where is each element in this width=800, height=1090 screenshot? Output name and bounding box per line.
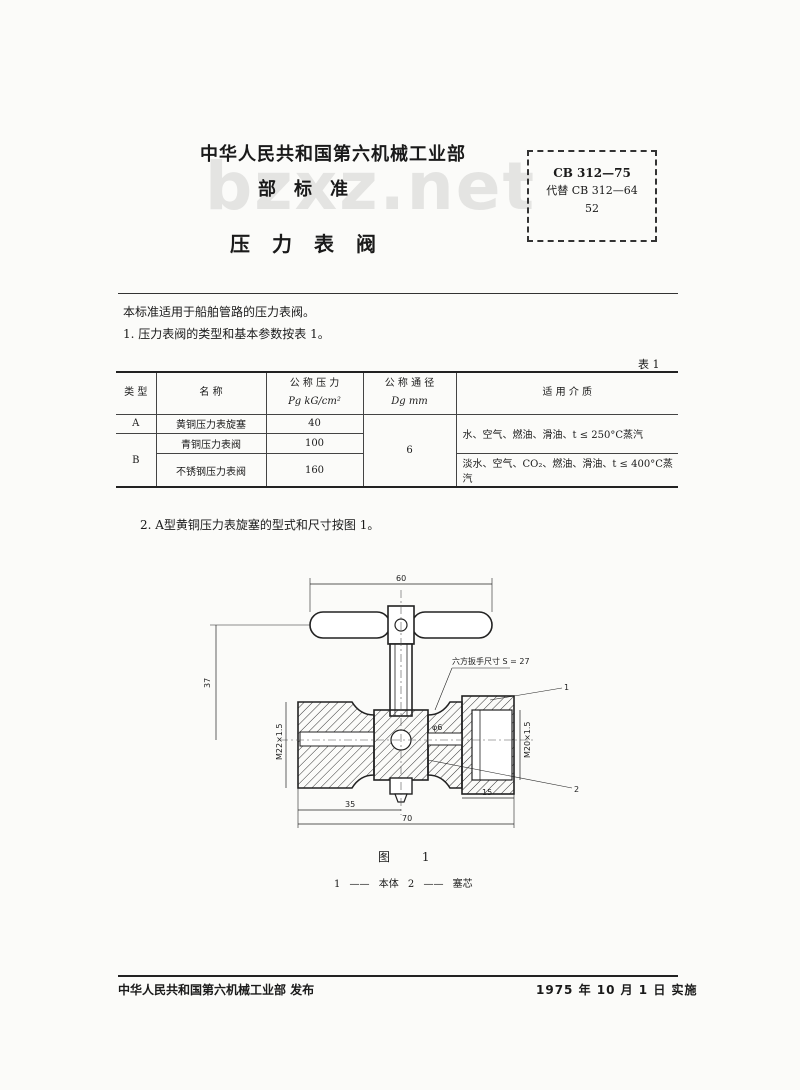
header-diameter-unit: Dg mm: [391, 396, 428, 408]
svg-text:70: 70: [402, 814, 412, 823]
header-diameter-label: 公 称 通 径: [384, 378, 435, 390]
svg-text:M20×1.5: M20×1.5: [523, 721, 532, 758]
callout-1: 1: [489, 683, 569, 701]
header-pressure-label: 公 称 压 力: [289, 378, 340, 390]
diameter-cell: 6: [362, 413, 457, 488]
svg-text:M22×1.5: M22×1.5: [275, 723, 284, 760]
table-row: A 黄铜压力表旋塞 40 6 水、空气、燃油、滑油、t ≤ 250°C蒸汽: [116, 413, 678, 488]
standard-type: 部标准: [258, 179, 366, 200]
svg-text:六方扳手尺寸 S = 27: 六方扳手尺寸 S = 27: [452, 656, 530, 666]
dimension-35: 35: [297, 788, 401, 828]
bottom-divider: [118, 975, 678, 977]
svg-text:15: 15: [482, 788, 492, 797]
top-divider: [118, 293, 678, 294]
medium-cell: 淡水、空气、CO₂、燃油、滑油、t ≤ 400°C蒸汽: [455, 453, 678, 488]
effective-date: 1975 年 10 月 1 日 实施: [536, 983, 698, 997]
clause-1: 1. 压力表阀的类型和基本参数按表 1。: [123, 327, 330, 341]
svg-text:35: 35: [345, 800, 355, 809]
dimension-15: 15: [462, 788, 514, 799]
svg-text:2: 2: [574, 785, 579, 794]
pressure-cell: 40: [265, 413, 364, 435]
clause-2: 2. A型黄铜压力表旋塞的型式和尺寸按图 1。: [140, 518, 380, 532]
header-diameter: 公 称 通 径 Dg mm: [362, 371, 457, 415]
svg-text:37: 37: [203, 678, 212, 688]
header-medium: 适 用 介 质: [455, 371, 678, 415]
table-label: 表 1: [638, 358, 660, 371]
dimension-60: 60: [309, 574, 493, 612]
type-b-cell: B: [116, 433, 157, 488]
name-cell: 青铜压力表阀: [155, 433, 267, 455]
figure-caption: 图 1: [378, 850, 444, 864]
pressure-cell: 100: [265, 433, 363, 455]
dimension-m20: M20×1.5: [519, 710, 532, 780]
dimension-m22: M22×1.5: [275, 702, 287, 788]
dimension-70: 70: [298, 794, 515, 828]
replaces-code: 代替 CB 312—64: [546, 184, 638, 197]
watermark: bzxz.net: [205, 148, 537, 225]
document-title: 压力表阀: [230, 232, 398, 256]
table-header-row: 类 型 名 称 公 称 压 力 Pg kG/cm² 公 称 通 径 Dg mm …: [116, 371, 678, 415]
table-row: 不锈钢压力表阀 160 淡水、空气、CO₂、燃油、滑油、t ≤ 400°C蒸汽: [116, 453, 678, 488]
intro-text: 本标准适用于船舶管路的压力表阀。: [123, 305, 316, 319]
header-name: 名 称: [155, 371, 267, 415]
dimension-phi6: φ6: [432, 723, 442, 732]
header-pressure: 公 称 压 力 Pg kG/cm²: [265, 371, 364, 415]
callout-2: 2: [427, 759, 579, 794]
ministry-name: 中华人民共和国第六机械工业部: [200, 144, 466, 165]
publisher-line: 中华人民共和国第六机械工业部 发布: [118, 983, 315, 997]
pressure-cell: 160: [265, 453, 364, 488]
parameters-table: 类 型 名 称 公 称 压 力 Pg kG/cm² 公 称 通 径 Dg mm …: [116, 371, 678, 488]
figure-legend: 1 —— 本体 2 —— 塞芯: [334, 879, 473, 890]
header-pressure-unit: Pg kG/cm²: [288, 396, 341, 408]
standard-code: CB 312—75: [553, 166, 631, 180]
name-cell: 黄铜压力表旋塞: [155, 413, 267, 435]
medium-cell: 水、空气、燃油、滑油、t ≤ 250°C蒸汽: [455, 413, 678, 455]
header-type: 类 型: [116, 371, 157, 415]
dimension-37: 37: [203, 624, 310, 740]
type-a-cell: A: [116, 413, 157, 435]
standard-code-box: CB 312—75 代替 CB 312—64 52: [527, 150, 657, 242]
svg-text:60: 60: [396, 574, 406, 583]
wrench-note: 六方扳手尺寸 S = 27: [434, 656, 530, 711]
standard-number: 52: [585, 202, 599, 215]
valve-drawing: 60 37 M22×1.5 M20×1.5 φ6 六方扳手尺寸 S = 27 1…: [203, 574, 579, 828]
name-cell: 不锈钢压力表阀: [156, 453, 267, 488]
svg-text:1: 1: [564, 683, 569, 692]
